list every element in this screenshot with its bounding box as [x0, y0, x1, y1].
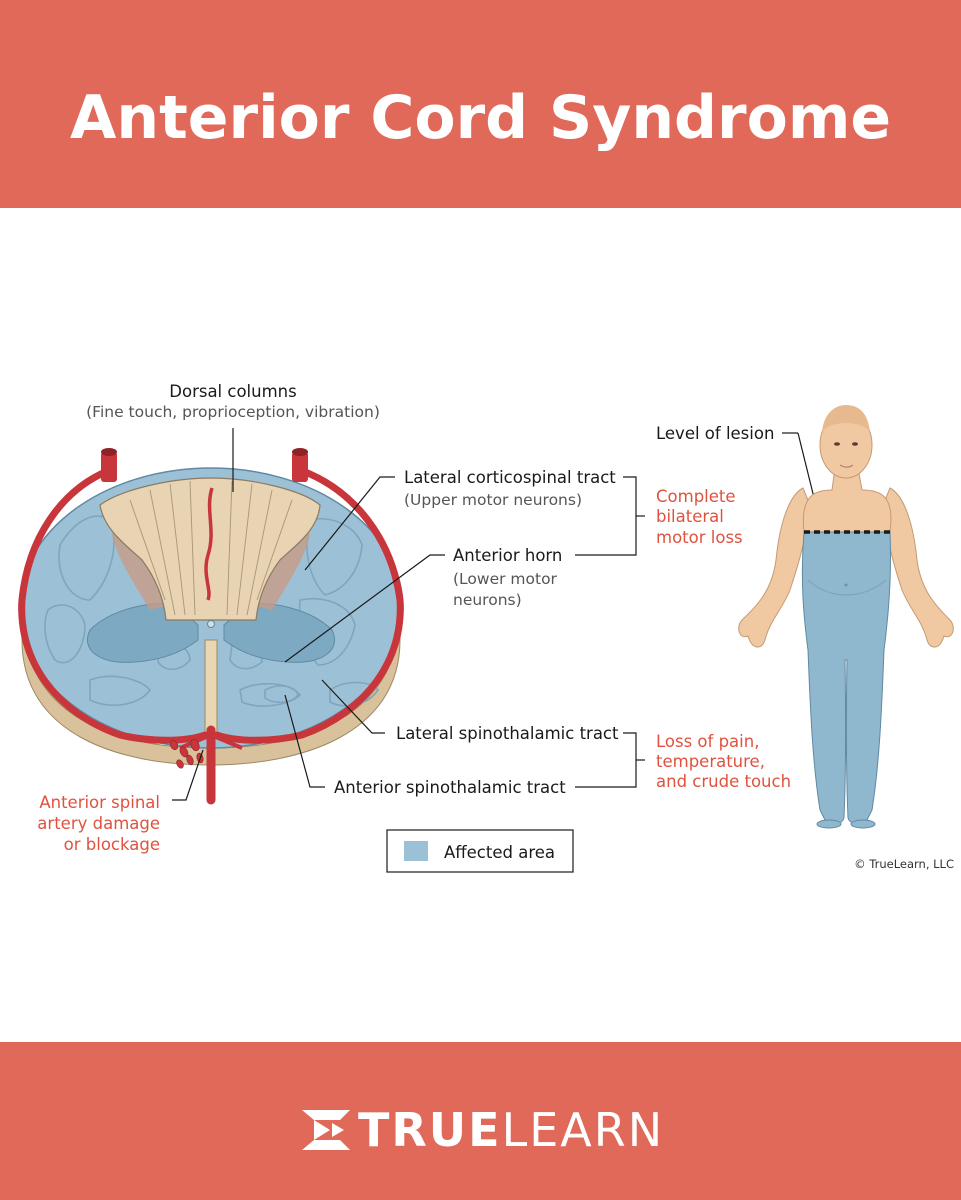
- brand-learn: LEARN: [501, 1103, 665, 1157]
- header-band: [0, 0, 961, 208]
- sensory-loss-line-3: and crude touch: [656, 772, 791, 791]
- spinal-cord-section: [18, 448, 404, 805]
- legend-swatch: [404, 841, 428, 861]
- lateral-corticospinal-label: Lateral corticospinal tract: [404, 468, 616, 487]
- anterior-horn-label: Anterior horn: [453, 546, 562, 565]
- legend-label: Affected area: [444, 843, 555, 862]
- page-title: Anterior Cord Syndrome: [69, 83, 892, 153]
- brand-true: TRUE: [358, 1103, 502, 1157]
- artery-label-line-3: or blockage: [64, 835, 160, 854]
- motor-loss-line-1: Complete: [656, 487, 736, 506]
- anterior-horn-sublabel-2: neurons): [453, 591, 522, 609]
- truelearn-mark-icon: [302, 1110, 350, 1150]
- anterior-horn-sublabel-1: (Lower motor: [453, 570, 558, 588]
- affected-body-region: [801, 531, 892, 825]
- human-figure: [738, 405, 954, 829]
- lateral-spinothalamic-label: Lateral spinothalamic tract: [396, 724, 619, 743]
- sensory-loss-line-1: Loss of pain,: [656, 732, 759, 751]
- copyright-notice: © TrueLearn, LLC: [854, 857, 954, 871]
- motor-loss-line-3: motor loss: [656, 528, 743, 547]
- motor-loss-line-2: bilateral: [656, 507, 724, 526]
- footer-band: [0, 1042, 961, 1200]
- dorsal-columns-sublabel: (Fine touch, proprioception, vibration): [86, 403, 380, 421]
- anterior-spinothalamic-label: Anterior spinothalamic tract: [334, 778, 566, 797]
- legend: Affected area: [386, 829, 574, 873]
- brand-logo[interactable]: TRUELEARN: [300, 1100, 664, 1160]
- leader-lines: [172, 428, 823, 801]
- artery-label-line-2: artery damage: [37, 814, 160, 833]
- artery-label-line-1: Anterior spinal: [39, 793, 160, 812]
- lesion-level-label: Level of lesion: [656, 424, 774, 443]
- lateral-corticospinal-sublabel: (Upper motor neurons): [404, 491, 582, 509]
- sensory-loss-line-2: temperature,: [656, 752, 765, 771]
- dorsal-columns-label: Dorsal columns: [169, 382, 296, 401]
- brand-wordmark: TRUELEARN: [358, 1100, 664, 1160]
